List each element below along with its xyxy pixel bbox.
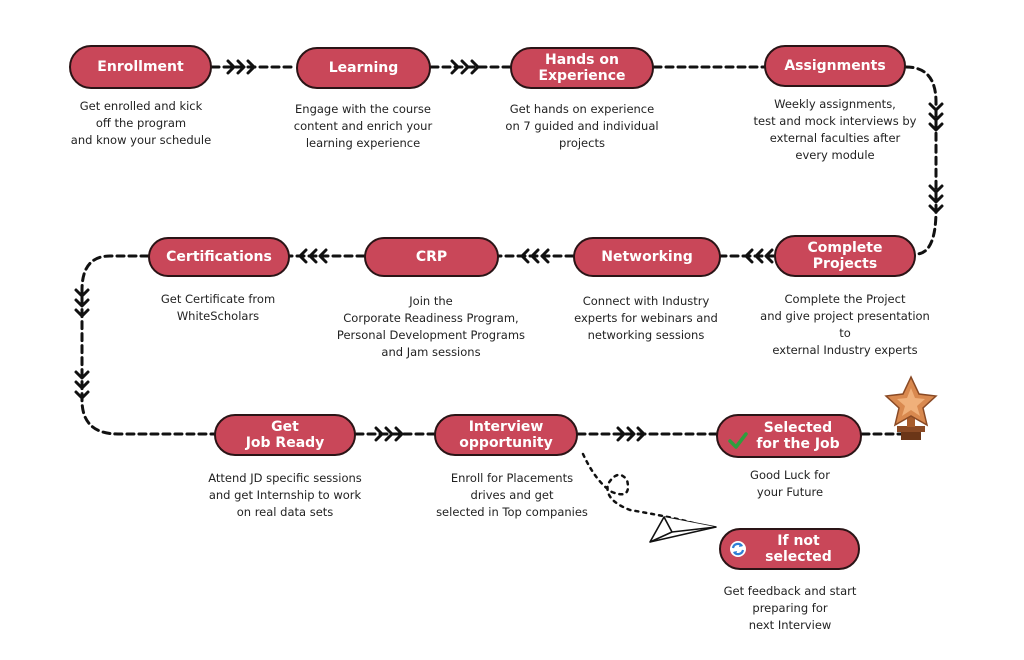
chevrons-left-2 — [520, 248, 550, 264]
step-get-job-ready: Get Job Ready — [214, 414, 356, 456]
step-hands-on-experience: Hands on Experience — [510, 47, 654, 89]
step-learning: Learning — [296, 47, 431, 89]
desc-certifications: Get Certificate from WhiteScholars — [160, 292, 276, 323]
step-complete-projects: Complete Projects — [774, 235, 916, 277]
chevrons-right-2 — [450, 59, 480, 75]
chevrons-down-left — [74, 288, 90, 400]
desc-crp: Join the Corporate Readiness Program, Pe… — [336, 294, 526, 359]
chevrons-left-3 — [298, 248, 328, 264]
connector-assignments-complete — [904, 65, 938, 256]
desc-hands-on-experience: Get hands on experience on 7 guided and … — [505, 102, 659, 150]
chevrons-right-4 — [616, 426, 646, 442]
selected-label: Selected for the Job — [756, 420, 840, 452]
step-certifications: Certifications — [148, 237, 290, 277]
chevrons-right-1 — [226, 59, 256, 75]
desc-networking: Connect with Industry experts for webina… — [574, 294, 718, 342]
step-assignments: Assignments — [764, 45, 906, 87]
star-trophy-icon — [884, 375, 938, 440]
desc-enrollment: Get enrolled and kick off the program an… — [70, 99, 212, 147]
connector-interview-notselected — [581, 452, 707, 530]
refresh-icon — [730, 541, 746, 557]
check-icon — [728, 432, 748, 449]
step-enrollment: Enrollment — [69, 45, 212, 89]
desc-get-job-ready: Attend JD specific sessions and get Inte… — [208, 471, 362, 519]
chevrons-left-1 — [744, 248, 774, 264]
step-networking: Networking — [573, 237, 721, 277]
desc-selected-for-job: Good Luck for your Future — [750, 468, 830, 499]
desc-complete-projects: Complete the Project and give project pr… — [760, 292, 930, 357]
paper-plane-icon — [649, 516, 717, 543]
step-crp: CRP — [364, 237, 499, 277]
connector-certifications-jobready — [80, 254, 216, 436]
chevrons-down-right — [928, 102, 944, 214]
desc-interview-opportunity: Enroll for Placements drives and get sel… — [436, 471, 588, 519]
desc-assignments: Weekly assignments, test and mock interv… — [753, 97, 917, 162]
chevrons-right-3 — [374, 426, 404, 442]
not-selected-label: If not selected — [765, 533, 832, 565]
desc-if-not-selected: Get feedback and start preparing for nex… — [723, 584, 857, 632]
step-interview-opportunity: Interview opportunity — [434, 414, 578, 456]
step-selected-for-job: Selected for the Job — [716, 414, 862, 458]
desc-learning: Engage with the course content and enric… — [293, 102, 433, 150]
